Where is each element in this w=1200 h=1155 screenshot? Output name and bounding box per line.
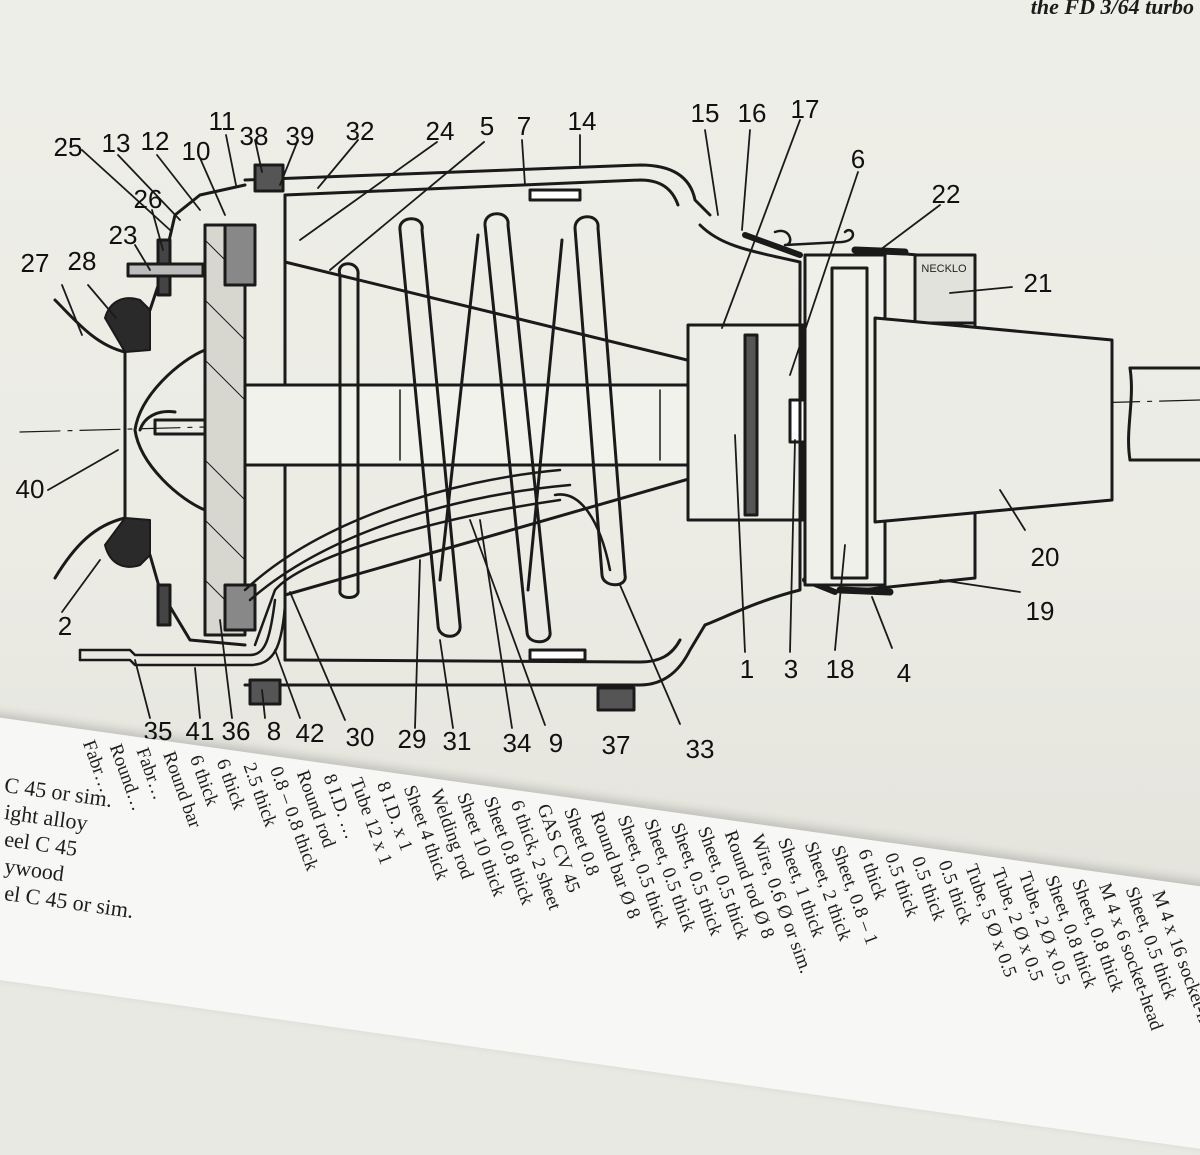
part-number: 39 (286, 121, 315, 151)
part-number: 6 (851, 144, 865, 174)
part-number: 21 (1024, 268, 1053, 298)
part-number: 31 (443, 726, 472, 756)
part-number: 10 (182, 136, 211, 166)
part-number: 14 (568, 106, 597, 136)
part-number: 30 (346, 722, 375, 752)
sticker-label: NECKLO (921, 263, 967, 275)
part-number: 36 (222, 716, 251, 746)
part-number: 27 (21, 248, 50, 278)
part-number: 3 (784, 654, 798, 684)
material-fragments: C 45 or sim. ight alloy eel C 45 ywood e… (3, 772, 135, 923)
part-number: 4 (897, 658, 911, 688)
part-number: 41 (186, 716, 215, 746)
part-number: 18 (826, 654, 855, 684)
part-number: 1 (740, 654, 754, 684)
part-number: 20 (1031, 542, 1060, 572)
part-number: 22 (932, 179, 961, 209)
part-number: 23 (109, 220, 138, 250)
diffuser-plate (126, 223, 257, 637)
part-number: 11 (209, 106, 236, 136)
outer-casing (243, 163, 712, 687)
part-number: 40 (16, 474, 45, 504)
part-number: 33 (686, 734, 715, 760)
part-number: 12 (141, 126, 170, 156)
part-number: 15 (691, 98, 720, 128)
part-number: 13 (102, 128, 131, 158)
leader-lines (47, 119, 1026, 729)
part-number: 29 (398, 724, 427, 754)
fuel-lines (78, 468, 612, 667)
exhaust-nozzle (803, 246, 1200, 596)
part-number: 5 (480, 111, 494, 141)
part-number: 9 (549, 728, 563, 758)
part-number: 17 (791, 94, 820, 124)
intake-bellmouth (53, 298, 127, 580)
part-number: 37 (602, 730, 631, 760)
part-number: 26 (134, 184, 163, 214)
part-number: 7 (517, 111, 531, 141)
part-number: 28 (68, 246, 97, 276)
part-number: 34 (503, 728, 532, 758)
part-number: 42 (296, 718, 325, 748)
part-number: 19 (1026, 596, 1055, 626)
part-number: 38 (240, 121, 269, 151)
part-number: 16 (738, 98, 767, 128)
part-number: 25 (54, 132, 83, 162)
running-header: the FD 3/64 turbo (1030, 0, 1194, 19)
turbojet-cross-section-drawing: NECKLO 40 27 28 23 26 25 13 12 10 11 38 … (16, 94, 1200, 760)
part-number: 2 (58, 611, 72, 641)
part-number: 32 (346, 116, 375, 146)
part-number: 24 (426, 116, 455, 146)
clamp-springs (773, 229, 855, 247)
part-number: 8 (267, 716, 281, 746)
mounting-lugs (248, 163, 636, 712)
